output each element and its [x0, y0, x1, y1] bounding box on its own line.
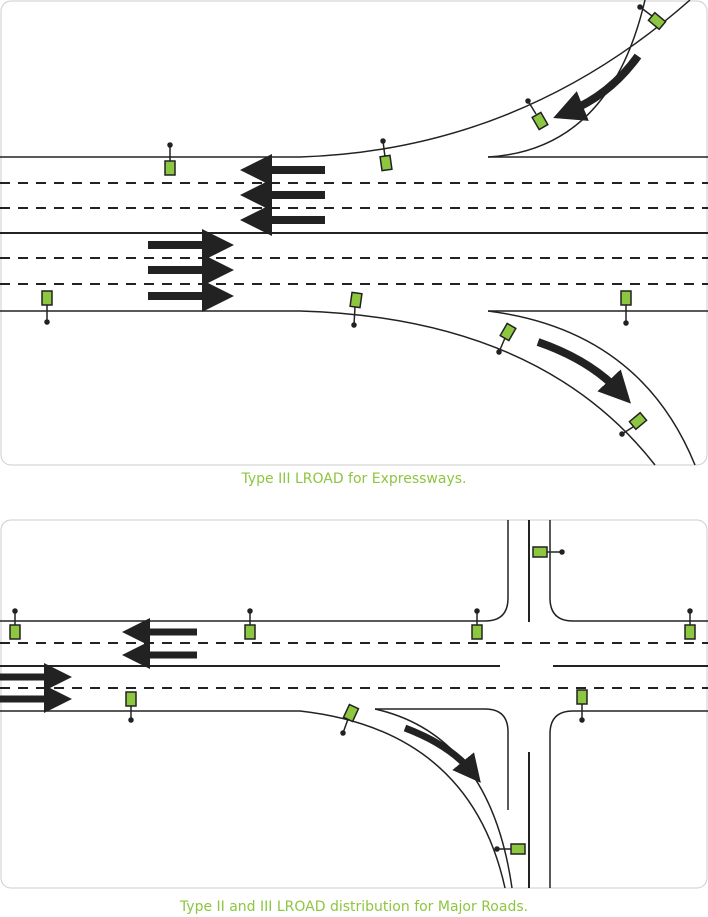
sensor-icon — [9, 608, 21, 640]
sensor-icon — [525, 98, 549, 131]
sensors — [9, 546, 696, 855]
traffic-arrows — [148, 53, 642, 404]
sensor-icon — [619, 411, 648, 437]
sensor-icon — [620, 290, 632, 326]
sensor-icon — [340, 703, 360, 736]
sensor-icon — [471, 608, 483, 640]
panel-frame — [0, 519, 708, 889]
sensor-icon — [125, 691, 137, 723]
sensor-icon — [164, 142, 176, 176]
sensor-icon — [637, 4, 667, 31]
sensor-icon — [494, 843, 526, 855]
sensor-icon — [496, 322, 517, 355]
caption-major-roads: Type II and III LROAD distribution for M… — [179, 899, 529, 915]
sensor-icon — [576, 689, 588, 723]
sensor-icon — [532, 546, 565, 558]
sensor-icon — [244, 608, 256, 640]
sensor-icon — [349, 291, 363, 328]
expressway-diagram — [0, 0, 708, 466]
sensor-icon — [684, 608, 696, 640]
major-roads-diagram — [0, 519, 708, 889]
sensor-icon — [41, 290, 53, 325]
sensors — [41, 4, 667, 437]
traffic-arrows — [0, 618, 481, 783]
sensor-icon — [379, 138, 393, 172]
caption-expressway: Type III LROAD for Expressways. — [241, 471, 467, 487]
